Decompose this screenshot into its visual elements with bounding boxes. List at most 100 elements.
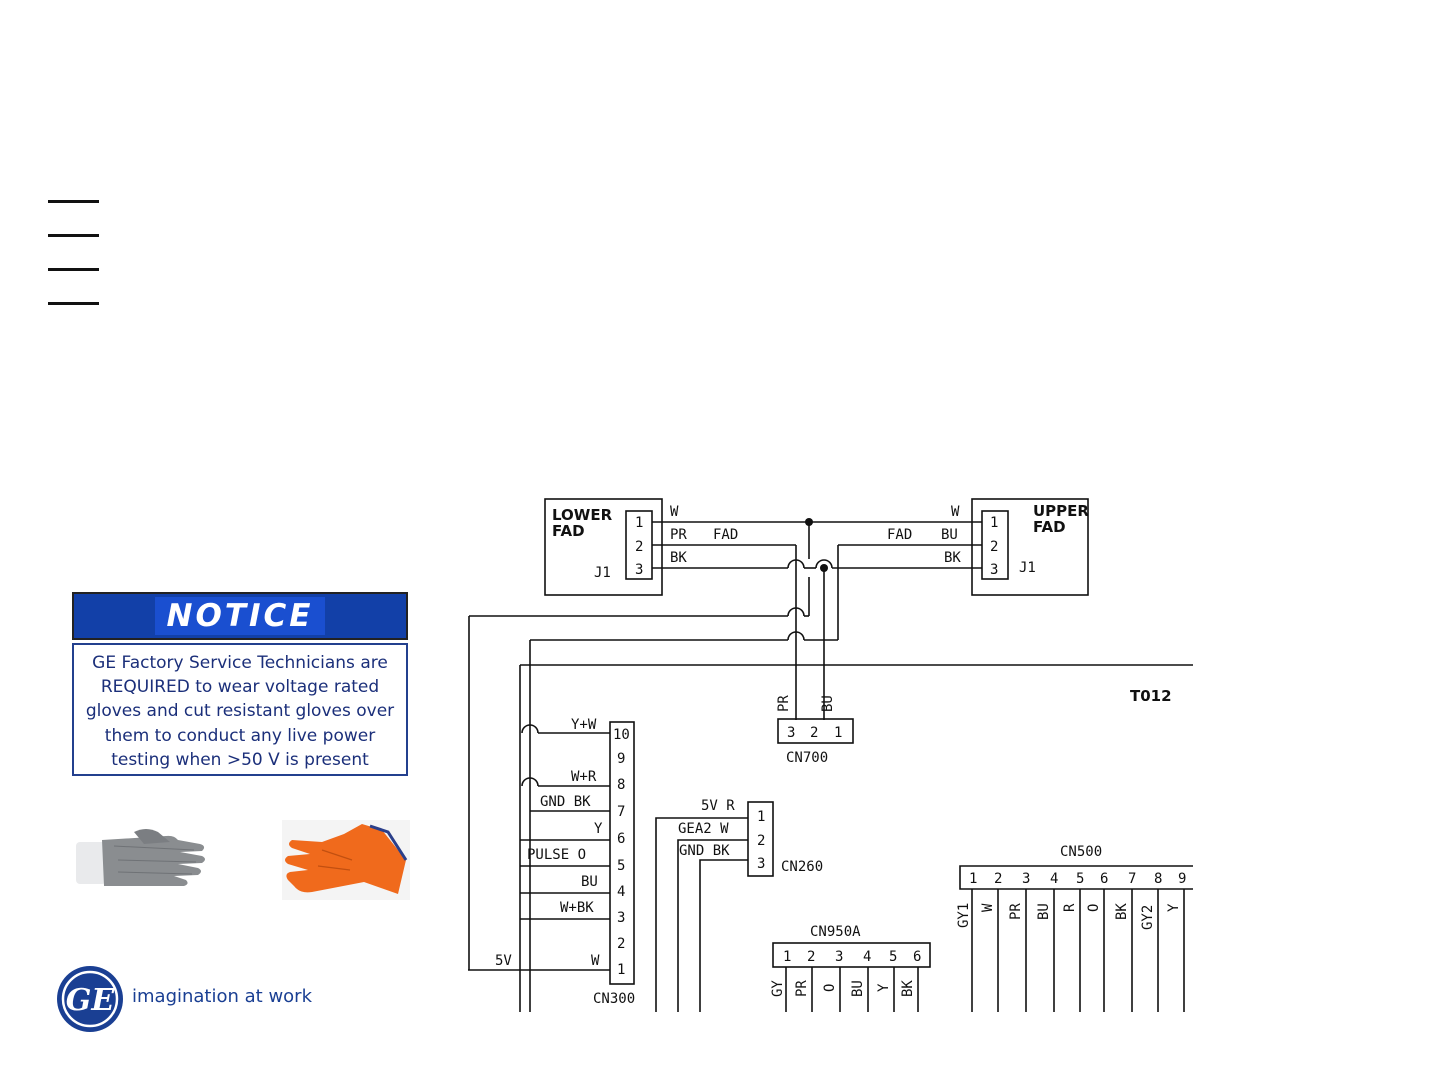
wire-label: Y (876, 983, 892, 992)
wire-label: BU (850, 980, 866, 997)
fad-wire-label: FAD (887, 527, 912, 543)
cn500-label: CN500 (1060, 844, 1102, 860)
upper-fad-box (971, 498, 1089, 596)
notice-title: NOTICE (154, 597, 326, 635)
cn500-pin: 7 (1128, 871, 1136, 887)
notice-box: NOTICE GE Factory Service Technicians ar… (72, 592, 408, 776)
wire-label: O (1086, 904, 1102, 912)
notice-line: GE Factory Service Technicians are (92, 653, 388, 673)
upper-fad-connector-label: J1 (1019, 560, 1036, 576)
upper-fad-pin: 3 (990, 562, 998, 578)
cn300-pin: 4 (617, 884, 625, 900)
bullet-dash-3 (48, 268, 99, 271)
lower-fad-connector-label: J1 (594, 565, 611, 581)
cn500-pin: 9 (1178, 871, 1186, 887)
cn300-pin: 1 (617, 962, 625, 978)
board-id-label: T012 (1130, 687, 1172, 705)
wire-label: GND BK (540, 794, 591, 810)
cut-resistant-glove-icon (76, 829, 205, 886)
cn500-pin: 3 (1022, 871, 1030, 887)
cn260-pin: 3 (757, 856, 765, 872)
cn500-connector (959, 865, 1193, 890)
lower-fad-pin: 3 (635, 562, 643, 578)
cn260-connector (747, 801, 774, 877)
wire-label: W+R (571, 769, 597, 785)
cn950a-label: CN950A (810, 924, 861, 940)
ge-logo-icon: GE (57, 966, 123, 1032)
cn260-pin: 2 (757, 833, 765, 849)
notice-line: testing when >50 V is present (111, 749, 369, 770)
cn500-pin: 4 (1050, 871, 1058, 887)
wire-label: Y (594, 821, 603, 837)
fad-wiring (469, 518, 1193, 720)
cn700-pin: 3 (787, 725, 795, 741)
lower-fad-pin: 1 (635, 515, 643, 531)
cn500-wiring (971, 889, 1185, 1012)
cn300-pin: 3 (617, 910, 625, 926)
upper-fad-pin: 1 (990, 515, 998, 531)
wire-label: Y+W (571, 717, 597, 733)
wire-label: W (951, 504, 960, 520)
wire-label: PR (776, 695, 792, 712)
cn950a-pin: 5 (889, 949, 897, 965)
upper-fad-pin: 2 (990, 539, 998, 555)
lower-fad-box (544, 498, 663, 596)
wire-label: BU (820, 695, 836, 712)
cn500-pin: 5 (1076, 871, 1084, 887)
cn300-pin: 10 (613, 727, 630, 743)
wire-label: GEA2 W (678, 821, 729, 837)
lower-fad-pin: 2 (635, 539, 643, 555)
notice-line: gloves and cut resistant gloves over (85, 701, 395, 722)
cn300-pin: 9 (617, 751, 625, 767)
wire-label: GY (770, 980, 786, 997)
cn300-label: CN300 (593, 991, 635, 1007)
wire-label: BU (1036, 903, 1052, 920)
cn260-wiring (655, 817, 748, 1012)
cn300-wiring (468, 616, 610, 1012)
wire-label: PULSE O (527, 847, 586, 863)
ge-logo-text: GE (66, 983, 116, 1018)
cn950a-wiring (785, 967, 919, 1012)
wire-label: 5V R (701, 798, 735, 814)
wire-label: GND BK (679, 843, 730, 859)
notice-body: GE Factory Service Technicians are REQUI… (72, 643, 408, 776)
notice-banner: NOTICE (72, 592, 408, 640)
wire-label: R (1062, 903, 1078, 912)
wire-label: W (591, 953, 600, 969)
wire-label: BU (941, 527, 958, 543)
cn950a-pin: 3 (835, 949, 843, 965)
cn500-pin: 6 (1100, 871, 1108, 887)
wire-label: BK (900, 980, 916, 997)
wire-label: BK (670, 550, 687, 566)
cn950a-pin: 2 (807, 949, 815, 965)
cn500-pin: 1 (969, 871, 977, 887)
cn700-label: CN700 (786, 750, 828, 766)
lower-fad-title: LOWER (552, 506, 613, 524)
fad-wire-label: FAD (713, 527, 738, 543)
wire-label: BK (944, 550, 961, 566)
cn300-pin: 8 (617, 777, 625, 793)
wire-label: GY1 (956, 903, 972, 928)
wire-label: O (822, 984, 838, 992)
bullet-dash-4 (48, 302, 99, 305)
bullet-dash-1 (48, 200, 99, 203)
voltage-rated-glove-icon (282, 820, 410, 900)
cn700-pin: 1 (834, 725, 842, 741)
cn700-connector (777, 718, 854, 744)
wire-label: BU (581, 874, 598, 890)
wire-label: GY2 (1140, 905, 1156, 930)
upper-fad-title: UPPER (1033, 502, 1089, 520)
cn260-label: CN260 (781, 859, 823, 875)
cn950a-pin: 6 (913, 949, 921, 965)
wire-label: W (980, 903, 996, 912)
upper-fad-title: FAD (1033, 518, 1066, 536)
wire-label: PR (794, 980, 810, 997)
wire-label: PR (1008, 903, 1024, 920)
cn700-pin: 2 (810, 725, 818, 741)
cn300-pin: 2 (617, 936, 625, 952)
wire-label: PR (670, 527, 687, 543)
cn300-connector (609, 721, 635, 985)
cn260-pin: 1 (757, 809, 765, 825)
cn500-pin: 2 (994, 871, 1002, 887)
